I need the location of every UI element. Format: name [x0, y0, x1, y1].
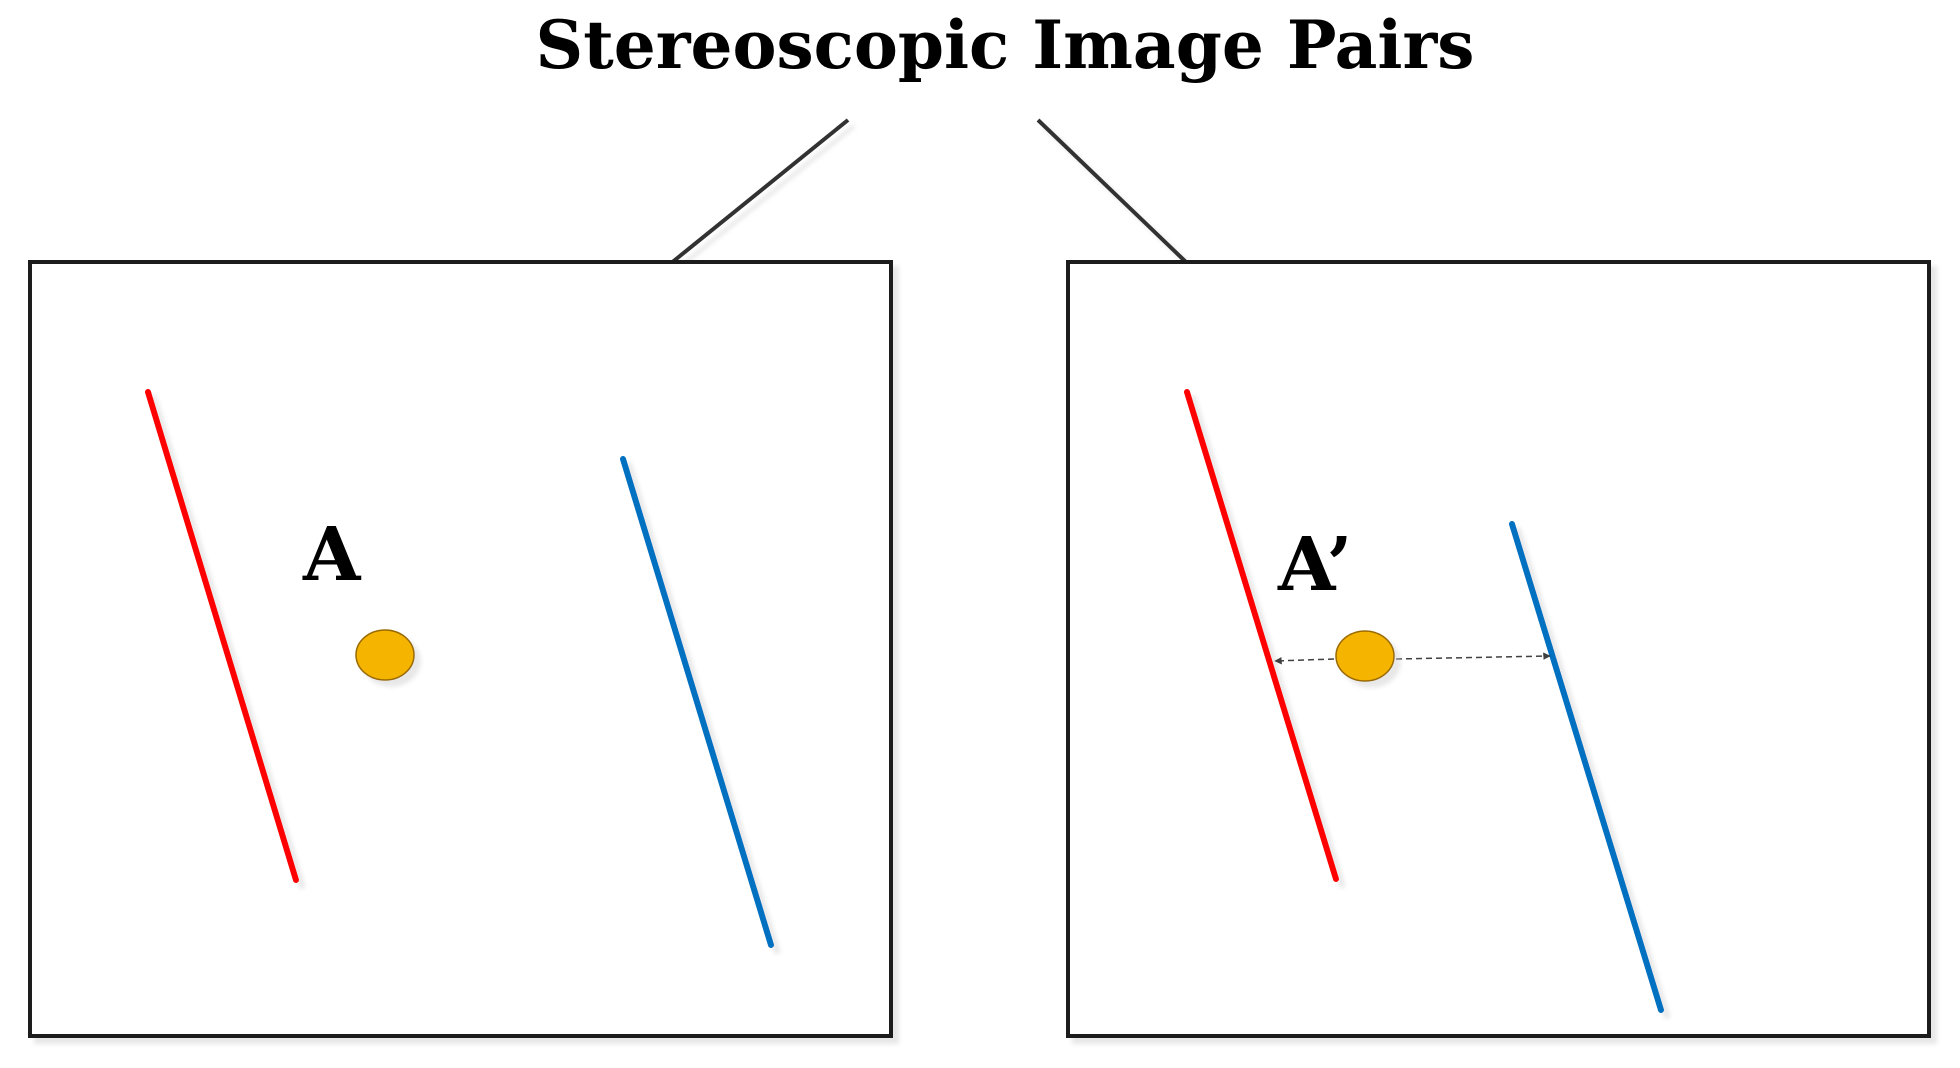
left-image-panel: A — [28, 260, 893, 1038]
title-connectors — [668, 118, 1190, 266]
connector-left — [668, 118, 850, 266]
left-image-frame — [28, 260, 893, 1038]
connector-right — [1036, 118, 1190, 266]
right-panel-blue-line — [1509, 521, 1664, 1013]
arrow-to-blue-line — [1395, 652, 1551, 660]
right-image-panel: A’ — [1066, 260, 1931, 1038]
left-point-label: A — [302, 512, 362, 598]
left-point-icon — [355, 629, 415, 681]
diagram-title: Stereoscopic Image Pairs — [536, 6, 1475, 84]
left-panel-red-line — [145, 389, 299, 883]
right-point-icon — [1335, 630, 1395, 682]
left-panel-blue-line — [620, 456, 774, 948]
right-point-label: A’ — [1277, 522, 1352, 608]
right-panel-red-line — [1184, 389, 1339, 882]
right-image-frame — [1066, 260, 1931, 1038]
